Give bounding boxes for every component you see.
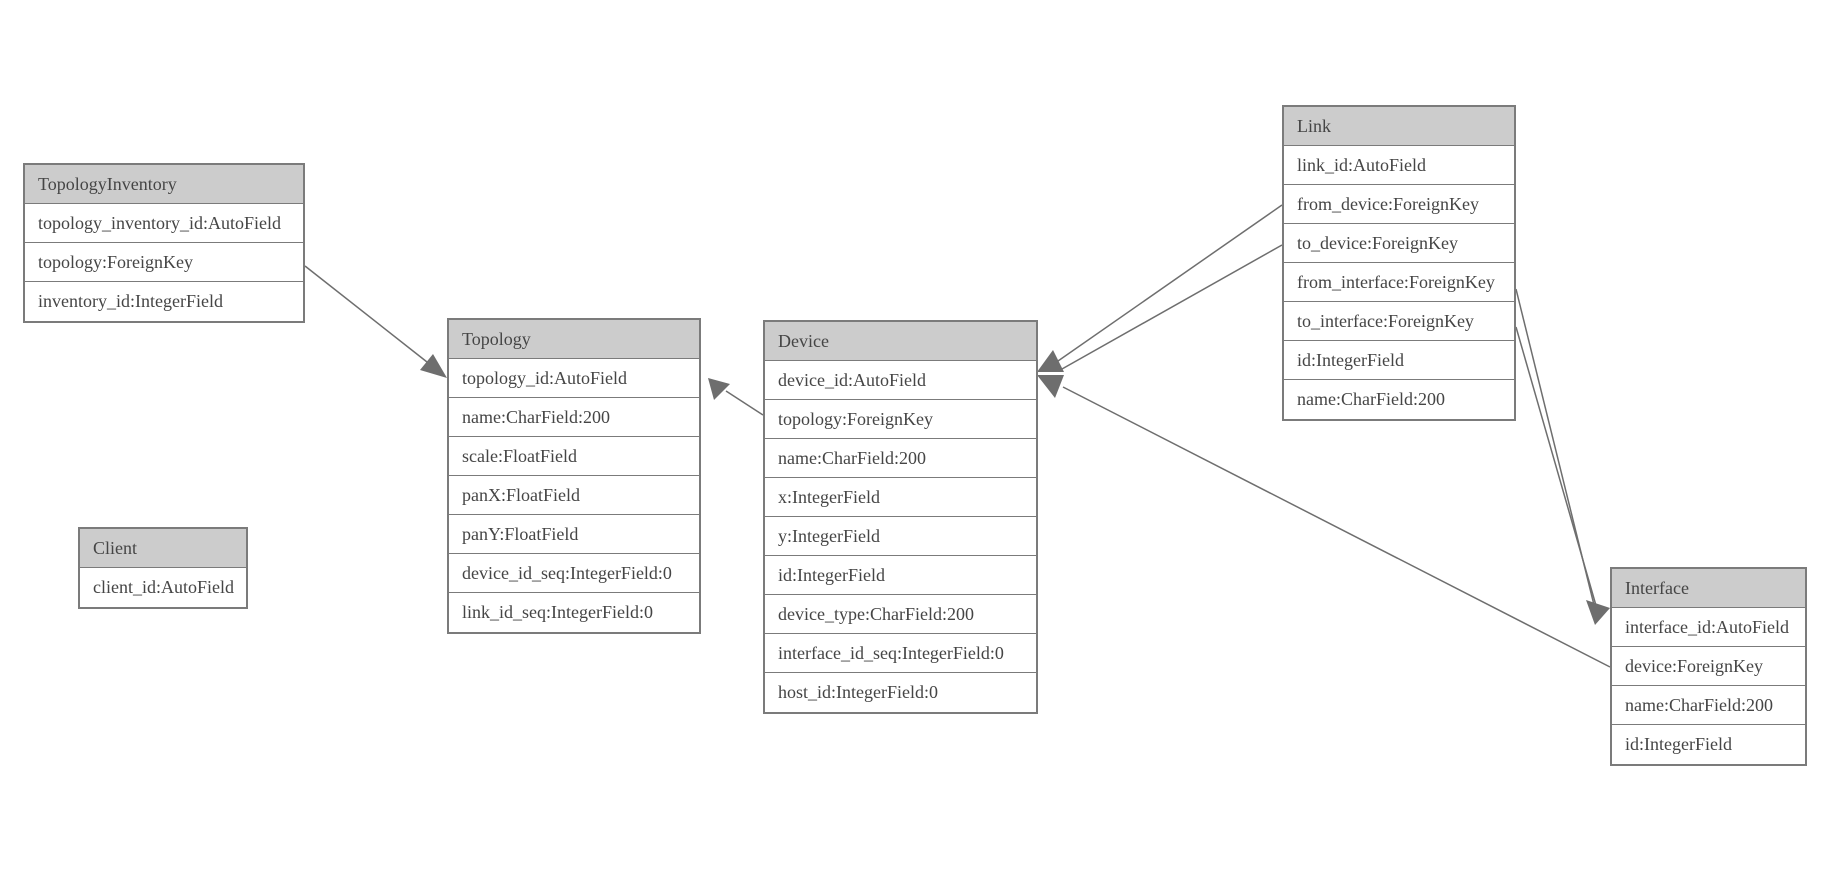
arrowhead-topology-from-device [708, 378, 730, 400]
entity-field: topology_id:AutoField [449, 359, 699, 398]
entity-field: scale:FloatField [449, 437, 699, 476]
entity-title: TopologyInventory [25, 165, 303, 204]
entity-field: name:CharField:200 [1612, 686, 1805, 725]
entity-field: panY:FloatField [449, 515, 699, 554]
entity-field: interface_id_seq:IntegerField:0 [765, 634, 1036, 673]
entity-title: Interface [1612, 569, 1805, 608]
arrowhead-device-upper [1037, 350, 1064, 372]
entity-field: device_id_seq:IntegerField:0 [449, 554, 699, 593]
entity-field: name:CharField:200 [1284, 380, 1514, 419]
arrowhead-interface [1586, 600, 1610, 625]
entity-table-topology: Topology topology_id:AutoField name:Char… [447, 318, 701, 634]
edge-topologyinventory-topology [304, 265, 428, 363]
entity-field: inventory_id:IntegerField [25, 282, 303, 321]
entity-field: client_id:AutoField [80, 568, 246, 607]
entity-field: device_type:CharField:200 [765, 595, 1036, 634]
edge-device-topology [725, 390, 764, 416]
edge-link-fromdevice-device [1057, 204, 1283, 362]
entity-title: Topology [449, 320, 699, 359]
entity-table-topologyinventory: TopologyInventory topology_inventory_id:… [23, 163, 305, 323]
entity-table-interface: Interface interface_id:AutoField device:… [1610, 567, 1807, 766]
entity-field: to_device:ForeignKey [1284, 224, 1514, 263]
entity-field: x:IntegerField [765, 478, 1036, 517]
entity-title: Link [1284, 107, 1514, 146]
entity-title: Client [80, 529, 246, 568]
entity-field: panX:FloatField [449, 476, 699, 515]
entity-field: name:CharField:200 [765, 439, 1036, 478]
entity-field: id:IntegerField [1612, 725, 1805, 764]
entity-field: interface_id:AutoField [1612, 608, 1805, 647]
entity-field: name:CharField:200 [449, 398, 699, 437]
entity-table-device: Device device_id:AutoField topology:Fore… [763, 320, 1038, 714]
entity-field: topology:ForeignKey [25, 243, 303, 282]
entity-table-link: Link link_id:AutoField from_device:Forei… [1282, 105, 1516, 421]
edge-interface-device [1062, 386, 1611, 668]
entity-field: device:ForeignKey [1612, 647, 1805, 686]
arrowhead-topology-from-topologyinventory [420, 354, 447, 378]
entity-field: host_id:IntegerField:0 [765, 673, 1036, 712]
entity-field: topology:ForeignKey [765, 400, 1036, 439]
entity-field: topology_inventory_id:AutoField [25, 204, 303, 243]
entity-field: link_id_seq:IntegerField:0 [449, 593, 699, 632]
edge-link-todevice-device [1061, 244, 1283, 370]
entity-field: to_interface:ForeignKey [1284, 302, 1514, 341]
entity-field: id:IntegerField [765, 556, 1036, 595]
entity-field: from_interface:ForeignKey [1284, 263, 1514, 302]
entity-field: id:IntegerField [1284, 341, 1514, 380]
entity-field: y:IntegerField [765, 517, 1036, 556]
arrowhead-device-lower [1037, 375, 1064, 398]
entity-field: from_device:ForeignKey [1284, 185, 1514, 224]
entity-title: Device [765, 322, 1036, 361]
entity-field: device_id:AutoField [765, 361, 1036, 400]
entity-table-client: Client client_id:AutoField [78, 527, 248, 609]
edge-link-tointerface-interface [1515, 326, 1598, 610]
entity-field: link_id:AutoField [1284, 146, 1514, 185]
